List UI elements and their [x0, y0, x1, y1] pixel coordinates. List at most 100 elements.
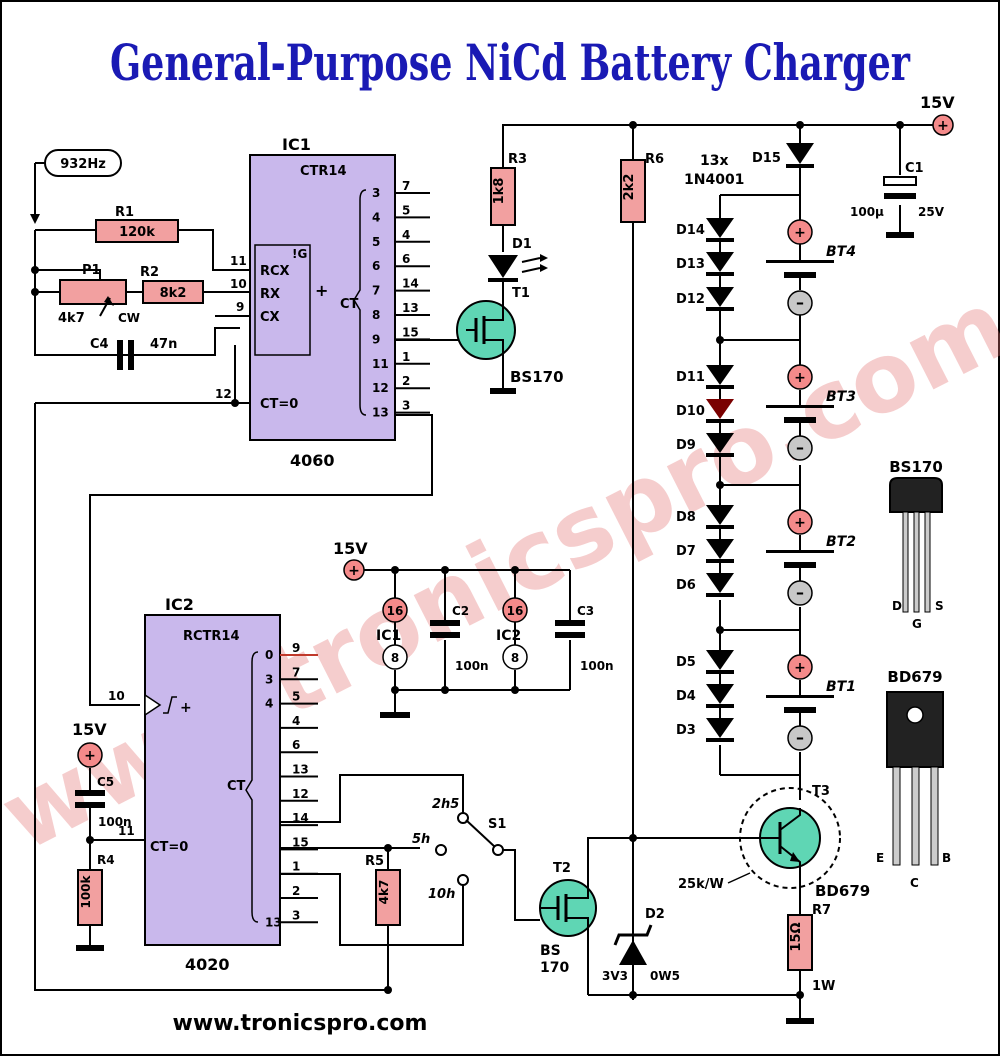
diode-bar [706, 272, 734, 276]
diode-label: D7 [676, 544, 696, 559]
svg-text:C2: C2 [452, 604, 469, 618]
diodes-count: 13x [700, 153, 729, 169]
ic2-out-index: 3 [265, 672, 273, 686]
diode-bar [706, 559, 734, 563]
battery-label: BT2 [826, 534, 856, 550]
capacitor-c1: C1 100µ 25V [850, 161, 945, 238]
ic2-out-pin: 3 [292, 908, 300, 922]
plus-sign: + [794, 660, 806, 676]
resistor-r2: R2 8k2 [140, 265, 204, 304]
battery-minus [787, 725, 813, 751]
diode-label: D11 [676, 370, 705, 385]
battery-short-plate [784, 707, 816, 713]
svg-text:25k/W: 25k/W [678, 877, 724, 892]
ic1-out-pin: 14 [402, 277, 419, 291]
svg-text:10: 10 [108, 689, 125, 703]
ic1-out-index: 9 [372, 332, 380, 346]
svg-text:S: S [935, 599, 944, 613]
svg-text:D: D [892, 599, 902, 613]
svg-text:100µ: 100µ [850, 205, 884, 219]
svg-text:T3: T3 [812, 784, 830, 799]
wires [34, 124, 935, 1020]
ic2-out-pin: 12 [292, 787, 309, 801]
diode [706, 539, 734, 559]
svg-text:C4: C4 [90, 337, 109, 352]
battery-minus [787, 435, 813, 461]
svg-text:T1: T1 [512, 286, 530, 301]
ic2-out-pin: 5 [292, 690, 300, 704]
diode [706, 218, 734, 238]
svg-text:D1: D1 [512, 237, 532, 252]
ic1-rcx: RCX [260, 264, 290, 279]
potentiometer-p1: P1 4k7 CW [58, 263, 140, 326]
diode-label: D13 [676, 257, 705, 272]
diode-label: D10 [676, 404, 705, 419]
diode [706, 650, 734, 670]
svg-text:C: C [910, 876, 919, 890]
ic2-out-index: 4 [265, 697, 273, 711]
minus-sign: – [796, 293, 804, 312]
ic2-out-pin: 1 [292, 860, 300, 874]
svg-text:D15: D15 [752, 151, 781, 166]
ic2-out-pin: 13 [292, 763, 309, 777]
ic1-pin-10: 10 [230, 277, 247, 291]
diode [706, 505, 734, 525]
svg-text:15V: 15V [333, 539, 368, 558]
diode-bar [706, 738, 734, 742]
svg-text:S1: S1 [488, 817, 506, 832]
svg-text:T2: T2 [553, 861, 571, 876]
zener-d2: D2 3V3 0W5 [602, 907, 680, 983]
battery-long-plate [766, 550, 834, 553]
svg-text:R7: R7 [812, 903, 831, 918]
diode-bar [706, 593, 734, 597]
ic1-out-pin: 1 [402, 350, 410, 364]
junctions [31, 121, 904, 999]
diode-bar [706, 385, 734, 389]
diode-bar [706, 307, 734, 311]
svg-text:CT: CT [227, 779, 246, 794]
diode-label: D4 [676, 689, 696, 704]
diode [706, 573, 734, 593]
footer-url[interactable]: www.tronicspro.com [173, 1011, 428, 1036]
ic1-out-pin: 5 [402, 203, 410, 217]
svg-text:2k2: 2k2 [622, 174, 637, 201]
svg-text:100n: 100n [98, 815, 132, 829]
switch-s1: 2h5 S1 5h 10h [412, 797, 506, 902]
ic2-out-pin: 9 [292, 641, 300, 655]
ic1-out-index: 13 [372, 406, 389, 420]
ic1-out-index: 8 [372, 308, 380, 322]
svg-text:25V: 25V [918, 205, 945, 219]
svg-text:R2: R2 [140, 265, 159, 280]
ic2-out-index: 0 [265, 648, 273, 662]
transistor-t2: T2 BS 170 [539, 861, 597, 995]
ic1-out-index: 3 [372, 186, 380, 200]
svg-text:BS170: BS170 [510, 368, 564, 386]
battery-chain: +–BT4+–BT3+–BT2+–BT1 [766, 219, 856, 751]
battery-short-plate [784, 417, 816, 423]
svg-text:C1: C1 [905, 161, 924, 176]
diode-bar [706, 238, 734, 242]
svg-text:RCTR14: RCTR14 [183, 629, 240, 644]
battery-label: BT1 [826, 679, 856, 695]
svg-text:4020: 4020 [185, 955, 230, 974]
svg-text:D2: D2 [645, 907, 665, 922]
svg-text:100k: 100k [79, 874, 93, 908]
ic1-out-index: 12 [372, 381, 389, 395]
ic2-out-pin: 7 [292, 665, 300, 679]
ic1-pin-12: 12 [215, 387, 232, 401]
svg-text:+: + [180, 700, 192, 716]
diode-bar [706, 419, 734, 423]
svg-text:R1: R1 [115, 205, 134, 220]
ic1-label: IC1 [282, 135, 311, 154]
ic2-out-pin: 6 [292, 738, 300, 752]
svg-text:CT=0: CT=0 [150, 840, 188, 855]
minus-sign: – [796, 438, 804, 457]
svg-text:+: + [937, 118, 949, 134]
svg-text:IC1: IC1 [376, 628, 401, 644]
ic1-out-index: 6 [372, 259, 380, 273]
transistor-t1: T1 BS170 [456, 286, 564, 394]
diode-bar [706, 670, 734, 674]
ic1-out-pin: 4 [402, 228, 410, 242]
